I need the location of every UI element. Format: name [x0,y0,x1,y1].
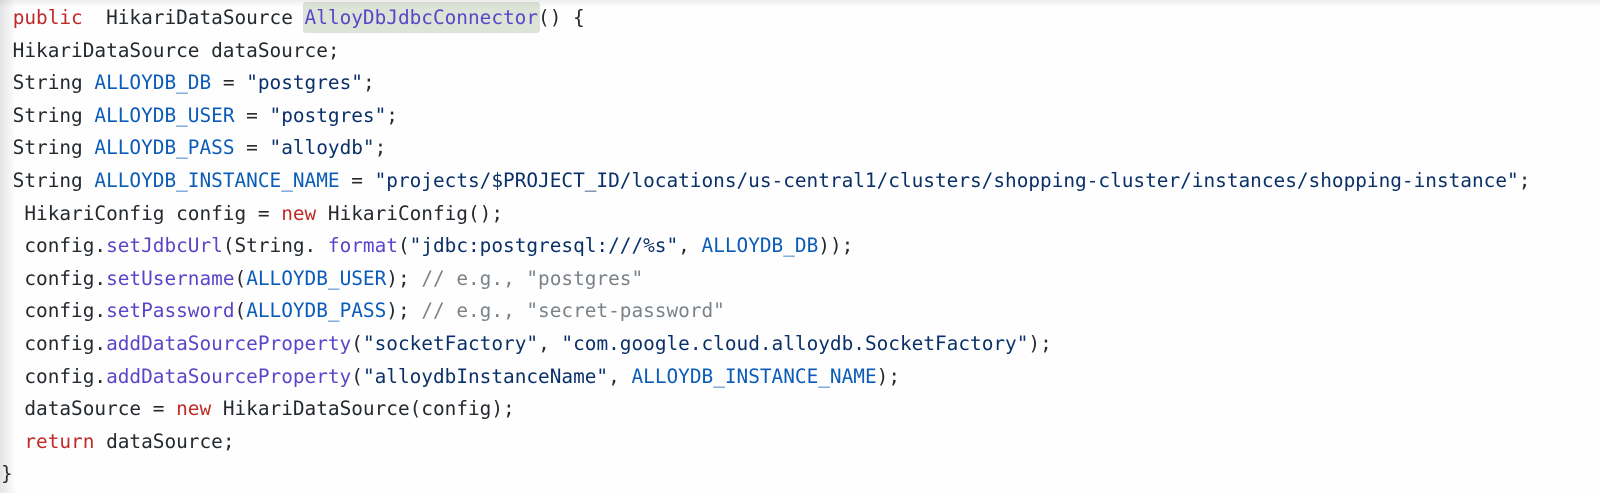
code-line: public HikariDataSource AlloyDbJdbcConne… [1,2,1600,35]
code-line: String ALLOYDB_PASS = "alloydb"; [1,132,1600,165]
code-line: config.addDataSourceProperty("alloydbIns… [1,361,1600,394]
code-token: config. [1,299,107,323]
code-token: (String. [222,234,328,258]
code-token: return [24,429,95,453]
code-token: ; [1518,168,1531,192]
code-token: ALLOYDB_INSTANCE_NAME [631,364,877,388]
code-token: setPassword [106,299,235,323]
code-token: // e.g., "postgres" [421,266,644,290]
code-token: = [339,168,375,192]
code-token: "alloydb" [269,136,375,160]
code-line: return dataSource; [1,426,1600,459]
highlighted-token: AlloyDbJdbcConnector [302,2,541,33]
code-token: dataSource; [94,429,235,453]
code-token: ); [386,299,422,323]
code-token: "jdbc:postgresql:///%s" [409,234,679,258]
code-token: HikariDataSource(config); [211,397,515,421]
code-token: "projects/$PROJECT_ID/locations/us-centr… [374,168,1519,192]
code-token: ALLOYDB_USER [246,266,387,290]
code-token: addDataSourceProperty [106,364,352,388]
code-line: } [1,458,1600,491]
code-token: ( [351,331,363,355]
code-token: } [1,462,13,486]
code-line: String ALLOYDB_INSTANCE_NAME = "projects… [1,165,1600,198]
code-token: // e.g., "secret-password" [421,299,725,323]
code-token: = [234,136,270,160]
code-token: new [176,397,212,421]
code-token: () { [538,6,585,29]
code-line: dataSource = new HikariDataSource(config… [1,393,1600,426]
code-token [1,6,13,29]
code-token: ALLOYDB_INSTANCE_NAME [94,168,340,192]
code-token: "alloydbInstanceName" [362,364,609,388]
code-token: "postgres" [269,103,387,127]
code-line: config.setJdbcUrl(String. format("jdbc:p… [1,230,1600,263]
code-line: config.setUsername(ALLOYDB_USER); // e.g… [1,263,1600,296]
code-line: String ALLOYDB_DB = "postgres"; [1,67,1600,100]
code-token: ( [351,364,363,388]
code-token: String [1,103,95,127]
code-token: )); [818,234,854,258]
code-token: HikariDataSource [82,6,305,29]
code-token: dataSource = [1,397,177,421]
code-token: ALLOYDB_PASS [94,136,235,160]
code-token: ( [234,299,247,323]
code-token: "socketFactory" [362,331,539,355]
code-token: config. [1,234,107,258]
code-token: ); [1028,331,1052,355]
code-token: = [234,103,270,127]
code-token: ); [386,266,422,290]
code-token: ( [397,234,410,258]
code-token: new [281,201,317,225]
code-token: config. [1,266,107,290]
code-token: "postgres" [246,71,363,95]
code-token: ALLOYDB_USER [94,103,235,127]
code-token: ALLOYDB_DB [94,71,212,95]
code-token: ; [374,136,387,160]
code-token: , [608,364,632,388]
code-token: ( [234,266,247,290]
code-token: String [1,71,95,95]
code-token: ; [362,71,375,95]
code-token: String [1,136,95,160]
code-token: , [678,234,702,258]
code-token: "com.google.cloud.alloydb.SocketFactory" [561,331,1029,355]
code-token: public [12,6,83,29]
code-token: ; [386,103,398,127]
code-line: HikariConfig config = new HikariConfig()… [1,198,1600,231]
code-line: config.addDataSourceProperty("socketFact… [1,328,1600,361]
code-token: setUsername [106,266,235,290]
code-token: setJdbcUrl [106,234,223,258]
code-token: ); [876,364,900,388]
code-token: format [327,234,398,258]
code-token [1,430,24,453]
code-token: HikariConfig(); [316,201,504,225]
code-token: config. [1,331,107,355]
code-line: String ALLOYDB_USER = "postgres"; [1,100,1600,133]
code-token: String [1,168,95,192]
code-token: ALLOYDB_PASS [246,299,387,323]
code-token: addDataSourceProperty [106,331,352,355]
code-line: config.setPassword(ALLOYDB_PASS); // e.g… [1,295,1600,328]
code-token: HikariDataSource dataSource; [1,38,340,62]
code-token: = [211,71,247,95]
code-line: HikariDataSource dataSource; [1,35,1600,68]
code-token: ALLOYDB_DB [701,234,819,258]
code-token: config. [1,364,107,388]
code-token: , [538,331,562,355]
code-token: HikariConfig config = [1,201,282,225]
